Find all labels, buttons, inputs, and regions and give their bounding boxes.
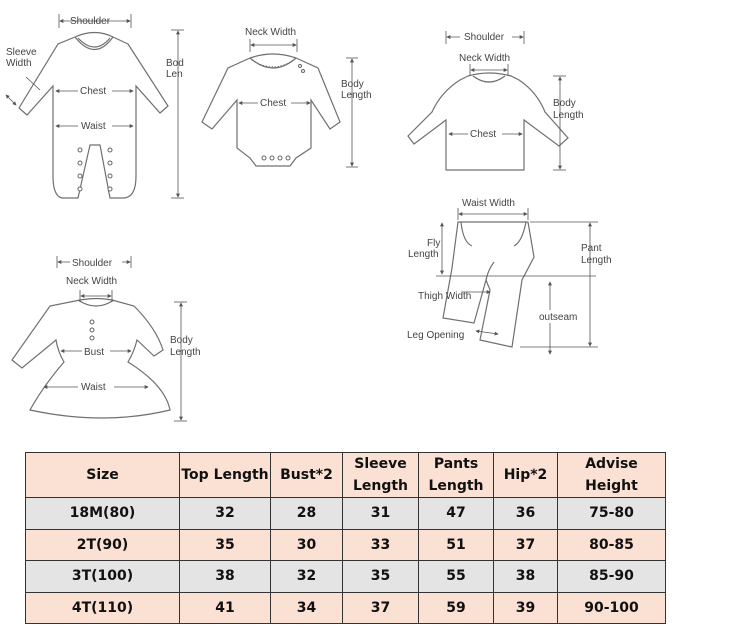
pants-fly-length-label-2: Length <box>408 249 439 260</box>
bodysuit-neck-width-label: Neck Width <box>245 27 296 38</box>
bodysuit-body-length-label-2: Length <box>341 90 372 101</box>
top-neck-width-label: Neck Width <box>459 53 510 64</box>
cell-sleeve: 31 <box>342 497 419 530</box>
top-body-length-label-1: Body <box>553 98 576 109</box>
header-sleeve-line2: Length <box>352 478 409 494</box>
romper-diagram: Shoulder Sleeve Width Chest Waist Bod Le… <box>5 14 184 199</box>
pants-pant-length-label-2: Length <box>581 255 612 266</box>
pants-waist-width-label: Waist Width <box>462 198 515 209</box>
pants-diagram: Waist Width Fly Length Pant Length Thigh… <box>407 198 612 355</box>
pants-thigh-width-label: Thigh Width <box>418 291 471 302</box>
table-row: 2T(90) 35 30 33 51 37 80-85 <box>25 528 666 561</box>
dress-body-length-label-1: Body <box>170 335 193 346</box>
cell-size: 3T(100) <box>25 560 180 593</box>
cell-hip: 38 <box>493 560 558 593</box>
cell-sleeve: 35 <box>342 560 419 593</box>
top-shoulder-label: Shoulder <box>464 32 505 43</box>
pants-fly-length-label-1: Fly <box>427 238 440 249</box>
cell-hip: 37 <box>493 528 558 561</box>
cell-pants: 47 <box>418 497 494 530</box>
dress-diagram: Shoulder Neck Width Bust Waist Body Leng… <box>11 255 201 422</box>
cell-hip: 36 <box>493 497 558 530</box>
dress-neck-width-label: Neck Width <box>66 276 117 287</box>
romper-body-length-label-1: Bod <box>166 58 184 69</box>
cell-size: 4T(110) <box>25 591 180 624</box>
cell-height: 75-80 <box>557 497 666 530</box>
bodysuit-chest-label: Chest <box>260 98 286 109</box>
header-pants-line2: Length <box>428 478 484 494</box>
pants-pant-length-label-1: Pant <box>581 243 602 254</box>
cell-sleeve: 33 <box>342 528 419 561</box>
table-row: 3T(100) 38 32 35 55 38 85-90 <box>25 560 666 593</box>
cell-hip: 39 <box>493 591 558 624</box>
dress-shoulder-label: Shoulder <box>72 258 113 269</box>
pants-outseam-label: outseam <box>539 312 577 323</box>
pants-leg-opening-label: Leg Opening <box>407 330 464 341</box>
top-diagram: Shoulder Neck Width Chest Body Length <box>407 30 584 171</box>
header-bust: Bust*2 <box>270 452 343 498</box>
table-row: 4T(110) 41 34 37 59 39 90-100 <box>25 591 666 624</box>
cell-height: 90-100 <box>557 591 666 624</box>
header-top-length: Top Length <box>179 452 271 498</box>
top-chest-label: Chest <box>470 129 496 140</box>
cell-bust: 32 <box>270 560 343 593</box>
cell-pants: 51 <box>418 528 494 561</box>
dress-body-length-label-2: Length <box>170 347 201 358</box>
cell-pants: 59 <box>418 591 494 624</box>
cell-size: 18M(80) <box>25 497 180 530</box>
header-sleeve-line1: Sleeve <box>354 456 407 472</box>
cell-top-length: 38 <box>179 560 271 593</box>
cell-size: 2T(90) <box>25 528 180 561</box>
cell-bust: 28 <box>270 497 343 530</box>
cell-top-length: 32 <box>179 497 271 530</box>
cell-sleeve: 37 <box>342 591 419 624</box>
romper-chest-label: Chest <box>80 86 106 97</box>
cell-bust: 34 <box>270 591 343 624</box>
cell-height: 85-90 <box>557 560 666 593</box>
table-row: 18M(80) 32 28 31 47 36 75-80 <box>25 497 666 530</box>
romper-sleeve-label-2: Width <box>6 58 32 69</box>
bodysuit-diagram: Neck Width Chest Body Length <box>201 27 372 168</box>
bodysuit-body-length-label-1: Body <box>341 79 364 90</box>
romper-shoulder-label: Shoulder <box>70 16 111 27</box>
top-body-length-label-2: Length <box>553 110 584 121</box>
romper-waist-label: Waist <box>81 121 106 132</box>
cell-bust: 30 <box>270 528 343 561</box>
header-height-line2: Height <box>585 478 638 494</box>
dress-waist-label: Waist <box>81 382 106 393</box>
header-pants-line1: Pants <box>433 456 479 472</box>
cell-pants: 55 <box>418 560 494 593</box>
header-height-line1: Advise <box>585 456 638 472</box>
header-size: Size <box>25 452 180 498</box>
cell-height: 80-85 <box>557 528 666 561</box>
measurement-diagrams: Shoulder Sleeve Width Chest Waist Bod Le… <box>5 14 612 422</box>
cell-top-length: 41 <box>179 591 271 624</box>
romper-body-length-label-2: Len <box>166 69 183 80</box>
header-hip: Hip*2 <box>493 452 558 498</box>
cell-top-length: 35 <box>179 528 271 561</box>
romper-sleeve-label-1: Sleeve <box>6 47 37 58</box>
dress-bust-label: Bust <box>84 347 104 358</box>
